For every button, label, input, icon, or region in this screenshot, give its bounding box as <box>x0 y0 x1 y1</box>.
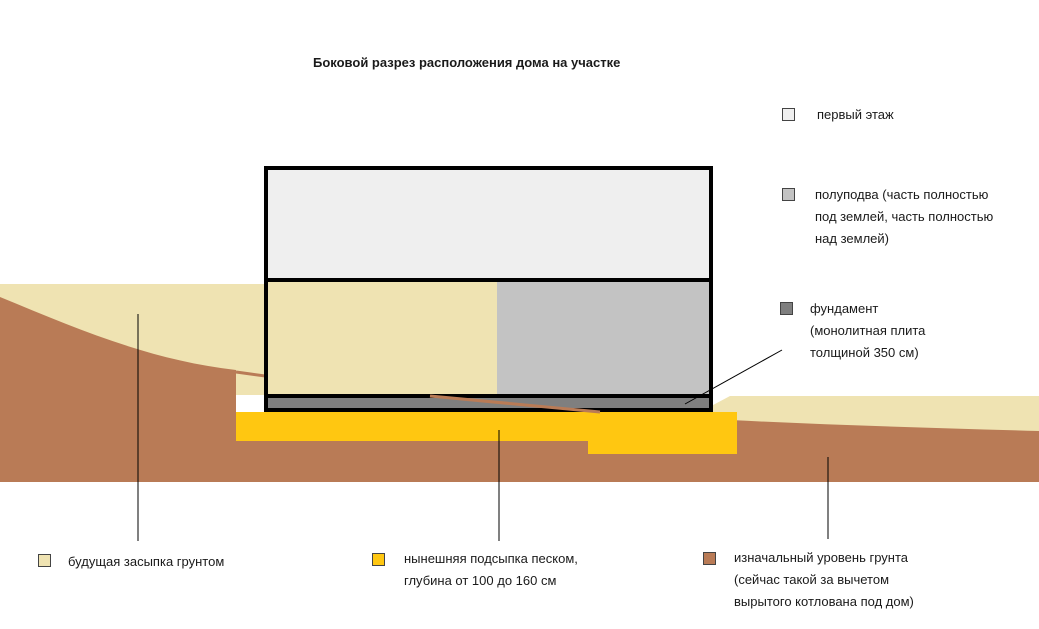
legend-label-half-basement-1: полуподва (часть полностью <box>815 187 989 202</box>
legend-label-sand-fill-1: нынешняя подсыпка песком, <box>404 551 578 566</box>
legend-label-sand-fill-2: глубина от 100 до 160 см <box>404 573 557 588</box>
sand-fill-area <box>236 412 737 454</box>
legend-label-first-floor: первый этаж <box>817 107 894 122</box>
legend-label-foundation-2: (монолитная плита <box>810 323 926 338</box>
first-floor <box>264 166 713 282</box>
legend-label-original-ground-3: вырытого котлована под дом) <box>734 594 914 609</box>
legend-label-foundation-1: фундамент <box>810 301 879 316</box>
legend-label-foundation-3: толщиной 350 см) <box>810 345 919 360</box>
legend-swatch-half-basement <box>782 188 795 201</box>
diagram-title: Боковой разрез расположения дома на учас… <box>313 55 621 70</box>
legend-swatch-sand-fill <box>372 553 385 566</box>
original-ground-right <box>730 420 1039 482</box>
half-basement-underground <box>266 282 497 396</box>
legend-half-basement: полуподва (часть полностью под землей, ч… <box>815 184 993 250</box>
legend-swatch-foundation <box>780 302 793 315</box>
legend-label-half-basement-2: под землей, часть полностью <box>815 209 994 224</box>
legend-swatch-first-floor <box>782 108 795 121</box>
ground-line-through-slab <box>429 394 601 414</box>
legend-label-original-ground-1: изначальный уровень грунта <box>734 550 909 565</box>
legend-swatch-future-backfill <box>38 554 51 567</box>
callout-line-foundation <box>684 349 783 405</box>
legend-label-future-backfill: будущая засыпка грунтом <box>68 554 225 569</box>
legend-swatch-original-ground <box>703 552 716 565</box>
legend-original-ground: изначальный уровень грунта (сейчас такой… <box>734 547 914 613</box>
legend-foundation: фундамент (монолитная плита толщиной 350… <box>810 298 925 364</box>
legend-label-original-ground-2: (сейчас такой за вычетом <box>734 572 890 587</box>
half-basement-above-ground <box>497 282 711 396</box>
legend-label-half-basement-3: над землей) <box>815 231 889 246</box>
legend-sand-fill: нынешняя подсыпка песком, глубина от 100… <box>404 548 578 592</box>
